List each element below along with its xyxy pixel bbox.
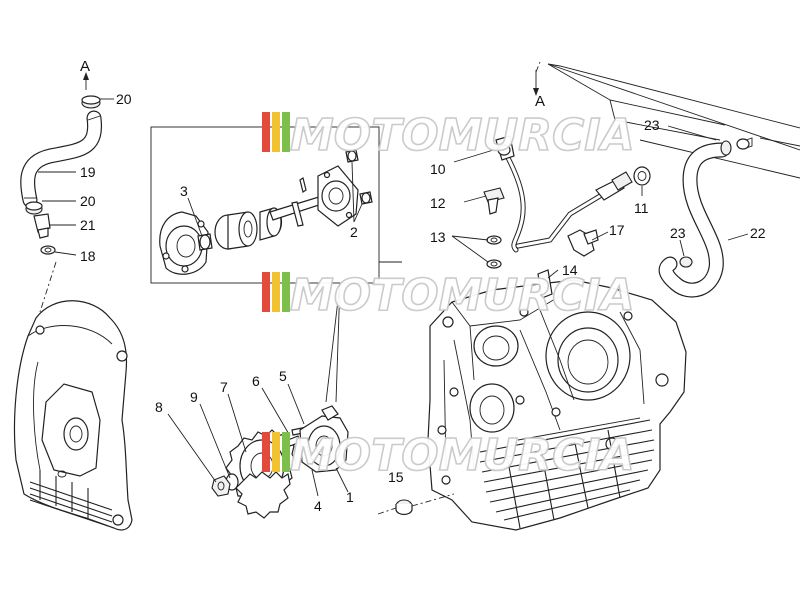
callout-12: 12: [430, 195, 446, 211]
arrow-label-left: A: [80, 58, 90, 75]
callout-23-top: 23: [644, 117, 660, 133]
watermark-text: MOTOMURCIA: [290, 270, 635, 321]
watermark-text: MOTOMURCIA: [290, 430, 635, 481]
oil-pump-exploded: [159, 149, 373, 275]
watermark-top: MOTOMURCIA: [262, 109, 636, 162]
watermark-stripe: [282, 272, 290, 312]
callout-labels: A A 20 19 20 21 18 3 2 8 9 7 6 5 4 1 10 …: [38, 58, 766, 514]
callout-4: 4: [314, 498, 322, 514]
watermark-middle: MOTOMURCIA: [262, 269, 636, 322]
callout-17: 17: [609, 222, 625, 238]
oil-line-assembly: [451, 61, 651, 269]
callout-14: 14: [562, 262, 578, 278]
callout-5: 5: [279, 368, 287, 384]
watermark-bottom: MOTOMURCIA: [262, 429, 636, 482]
callout-13: 13: [430, 229, 446, 245]
callout-20-bottom: 20: [80, 193, 96, 209]
callout-15: 15: [388, 469, 404, 485]
breather-hose-left: [20, 72, 103, 313]
callout-10: 10: [430, 161, 446, 177]
callout-8: 8: [155, 399, 163, 415]
callout-6: 6: [252, 373, 260, 389]
callout-3: 3: [180, 183, 188, 199]
watermark-stripe: [262, 432, 270, 472]
callout-23-bottom: 23: [670, 225, 686, 241]
watermark-stripe: [272, 272, 280, 312]
breather-hose-right: [658, 125, 753, 298]
callout-9: 9: [190, 389, 198, 405]
watermark-stripe: [262, 112, 270, 152]
frame-outline: [547, 63, 800, 179]
watermark-stripe: [282, 112, 290, 152]
callout-18: 18: [80, 248, 96, 264]
callout-11: 11: [634, 200, 649, 216]
timing-cover: [13, 300, 133, 531]
callout-1: 1: [346, 489, 354, 505]
watermark-stripe: [282, 432, 290, 472]
callout-22: 22: [750, 225, 766, 241]
pump-gear-set: [167, 383, 349, 519]
callout-20-top: 20: [116, 91, 132, 107]
callout-19: 19: [80, 164, 96, 180]
watermark-stripe: [272, 432, 280, 472]
arrow-label-right: A: [535, 93, 545, 110]
callout-7: 7: [220, 379, 228, 395]
callout-21: 21: [80, 217, 96, 233]
watermark-text: MOTOMURCIA: [290, 110, 635, 161]
crankcase: [377, 269, 687, 531]
watermark-stripe: [262, 272, 270, 312]
callout-2: 2: [350, 224, 358, 240]
watermark-stripe: [272, 112, 280, 152]
